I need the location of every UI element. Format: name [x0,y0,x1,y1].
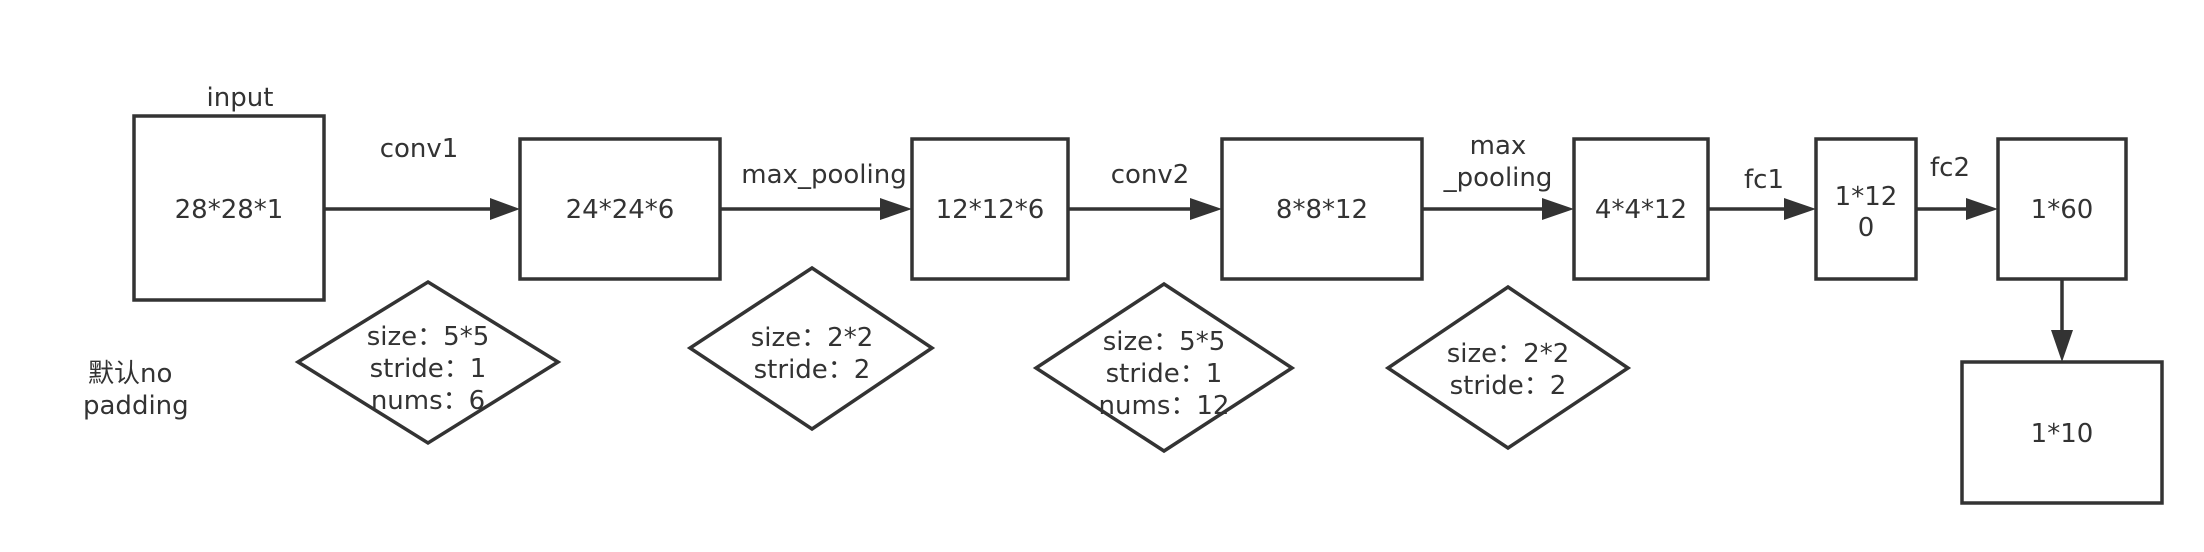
edge-label-max-pooling-2-line2: _pooling [1443,163,1553,193]
node-fc1-output-label-line1: 1*12 [1835,182,1898,212]
param-diamond-conv1 [294,279,562,446]
input-caption: input [207,83,274,113]
node-final-output [1960,360,2164,505]
edge-fc1-fc2 [1916,198,1998,220]
pool1-param-stride: stride：2 [754,355,871,385]
pool2-param-size: size：2*2 [1447,339,1570,369]
edge-fc2-output [2051,279,2073,362]
node-fc2-output-label: 1*60 [2031,195,2094,225]
edge-label-fc1: fc1 [1744,165,1784,195]
edge-pool1-conv2 [1068,198,1222,220]
node-conv1-output [518,137,722,281]
edge-conv2-pool2 [1422,198,1574,220]
param-diamond-pool1 [686,265,936,432]
conv1-param-nums: nums：6 [371,386,485,416]
conv2-param-nums: nums：12 [1099,391,1230,421]
node-input-label: 28*28*1 [175,195,284,225]
edge-pool2-fc1 [1708,198,1816,220]
node-fc1-output [1814,137,1918,281]
node-fc1-output-label-line2: 0 [1858,213,1875,243]
edge-conv1-pool1 [720,198,912,220]
pool2-param-stride: stride：2 [1450,371,1567,401]
node-conv1-output-label: 24*24*6 [566,195,675,225]
edge-label-conv2: conv2 [1111,160,1190,190]
node-pool2-output [1572,137,1710,281]
pool1-param-size: size：2*2 [751,323,874,353]
note-line2: padding [83,391,189,421]
conv2-param-size: size：5*5 [1103,327,1226,357]
edge-label-conv1: conv1 [380,134,459,164]
node-pool1-output [910,137,1070,281]
conv1-param-stride: stride：1 [370,354,487,384]
node-conv2-output [1220,137,1424,281]
node-pool1-output-label: 12*12*6 [936,195,1045,225]
edge-input-conv1 [325,198,520,220]
node-conv2-output-label: 8*8*12 [1276,195,1368,225]
edge-label-max-pooling-1: max_pooling [741,160,906,190]
conv2-param-stride: stride：1 [1106,359,1223,389]
edge-label-fc2: fc2 [1930,153,1970,183]
edge-label-max-pooling-2-line1: max [1470,131,1527,161]
conv1-param-size: size：5*5 [367,322,490,352]
param-diamond-pool2 [1384,284,1632,451]
note-line1: 默认no [88,359,172,389]
node-fc2-output [1996,137,2128,281]
node-pool2-output-label: 4*4*12 [1595,195,1687,225]
node-final-output-label: 1*10 [2031,419,2094,449]
node-input [132,114,326,302]
param-diamond-conv2 [1032,281,1296,454]
